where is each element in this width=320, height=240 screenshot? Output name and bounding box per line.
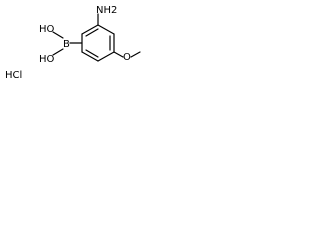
- bond-boron-to-bottom-oh: [52, 48, 64, 56]
- boronic-top-oh-label: HO: [39, 24, 55, 35]
- ring-double-bond: [85, 49, 99, 58]
- hydrochloride-label: HCl: [5, 70, 22, 81]
- amine-label: NH2: [96, 5, 117, 16]
- boronic-bottom-oh-label: HO: [39, 54, 55, 65]
- ring-bond: [81, 51, 99, 62]
- methoxy-oxygen-label: O: [123, 52, 131, 63]
- ring-bond: [97, 24, 115, 35]
- boron-label: B: [63, 39, 70, 50]
- molecule-structure: NH2 O HO B HO HCl: [5, 5, 141, 81]
- structure-canvas: NH2 O HO B HO HCl: [0, 0, 142, 83]
- ring-bond: [97, 51, 115, 62]
- bond-boron-to-top-oh: [52, 31, 64, 39]
- ring-bond: [81, 24, 99, 35]
- ring-double-bond: [85, 28, 99, 37]
- bond-ring-to-methoxy: [113, 51, 124, 58]
- bond-methoxy-to-methyl: [130, 51, 141, 58]
- benzene-ring: [81, 24, 115, 62]
